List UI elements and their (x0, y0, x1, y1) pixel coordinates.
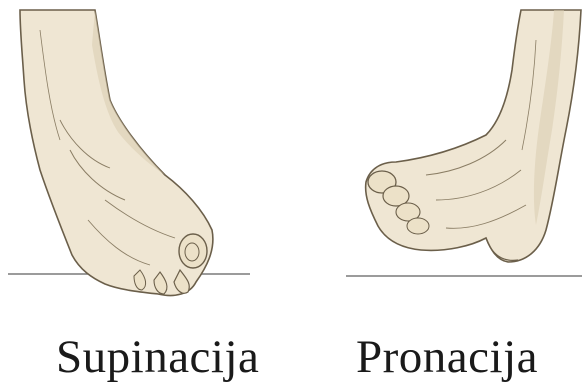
supinated-foot-illustration (0, 0, 290, 320)
supination-panel: Supinacija (0, 0, 290, 385)
supination-caption: Supinacija (56, 330, 259, 384)
pronation-panel: Pronacija (296, 0, 586, 385)
pronation-caption: Pronacija (356, 330, 538, 384)
pronated-foot-illustration (296, 0, 586, 320)
